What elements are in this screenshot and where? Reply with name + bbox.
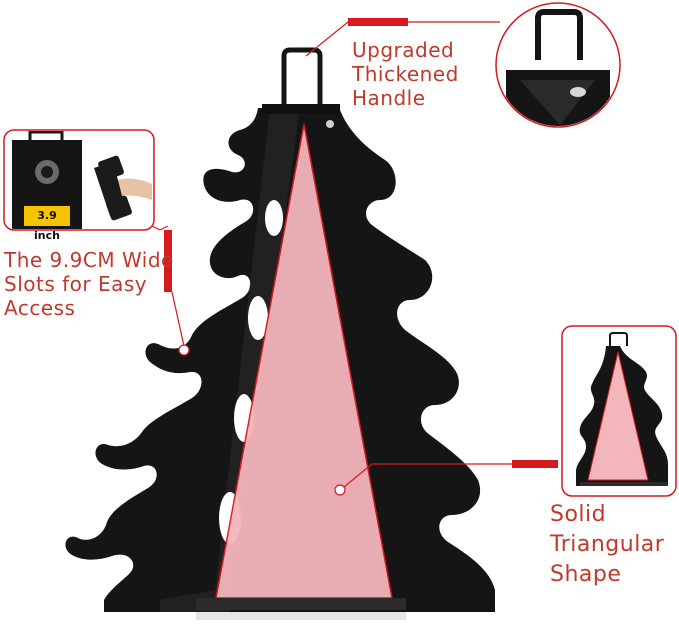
slots-callout-line-1: The 9.9CM Wide: [4, 248, 174, 272]
slot-inset: [3, 129, 155, 231]
handle-callout-line-2: Thickened: [352, 62, 459, 86]
handle-callout-line-1: Upgraded: [352, 38, 455, 62]
shape-callout-line-1: Solid: [550, 502, 607, 527]
handle-inset: [495, 2, 621, 128]
shape-inset: [561, 325, 677, 497]
rack-base: [196, 598, 406, 610]
slots-callout-line-3: Access: [4, 296, 76, 320]
handle-callout-label: Upgraded Thickened Handle: [352, 38, 459, 110]
shape-callout-line-3: Shape: [550, 562, 622, 587]
callout-connectors: [151, 18, 558, 496]
rack-top-cap: [262, 104, 340, 114]
shape-callout-label: Solid Triangular Shape: [550, 500, 664, 590]
slots-callout-label: The 9.9CM Wide Slots for Easy Access: [4, 248, 174, 320]
shape-callout-line-2: Triangular: [550, 532, 665, 557]
rack-left-plate: [160, 108, 300, 612]
handle-icon: [281, 47, 323, 106]
dumbbell-rack-icon: [65, 47, 495, 620]
slots-callout-line-2: Slots for Easy: [4, 272, 148, 296]
slot-width-badge: 3.9 inch: [24, 206, 70, 242]
handle-callout-line-3: Handle: [352, 86, 426, 110]
